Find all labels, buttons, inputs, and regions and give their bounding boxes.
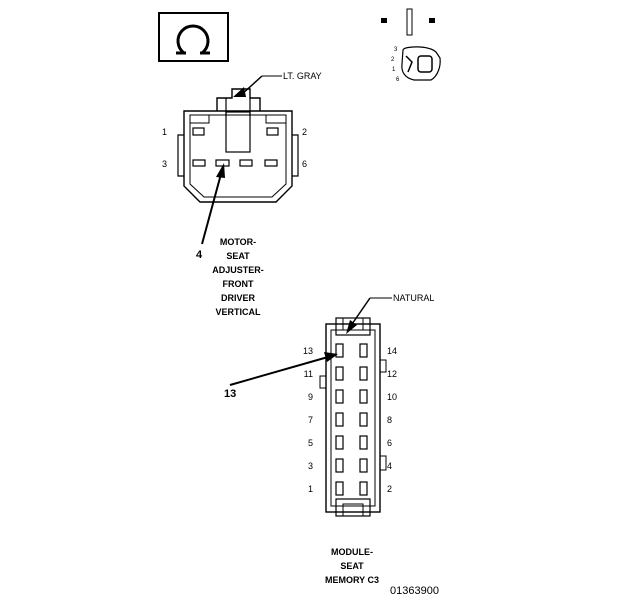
connector2-left-pin-label: 3 bbox=[308, 461, 313, 471]
connector2-right-pin-label: 4 bbox=[387, 461, 392, 471]
connector2-right-pin-label: 10 bbox=[387, 392, 397, 402]
connector1-name-line: ADJUSTER- bbox=[212, 265, 264, 275]
connector2-cavity bbox=[359, 481, 368, 496]
connector2-cavity bbox=[359, 366, 368, 381]
connector2-cavity bbox=[359, 458, 368, 473]
connector2-left-pin-label: 5 bbox=[308, 438, 313, 448]
connector1-color-label: LT. GRAY bbox=[283, 71, 322, 81]
connector2-left-pin-label: 13 bbox=[303, 346, 313, 356]
connector1-pin-label: 3 bbox=[162, 159, 167, 169]
connector2-cavity bbox=[359, 412, 368, 427]
icon-pin-label: 2 bbox=[391, 57, 395, 63]
connector2-color-label: NATURAL bbox=[393, 293, 434, 303]
connector-view-symbol-icon bbox=[158, 12, 229, 62]
icon-pin-label: 1 bbox=[392, 67, 396, 73]
icon-pin-label: 3 bbox=[394, 47, 398, 53]
connector1-name-line: MOTOR- bbox=[220, 237, 256, 247]
connector2-cavity bbox=[335, 481, 344, 496]
connector2-cavity bbox=[335, 366, 344, 381]
connector1-name-line: DRIVER bbox=[221, 293, 256, 303]
connector1-callout-number: 4 bbox=[196, 249, 203, 261]
connector1-pin-label: 6 bbox=[302, 159, 307, 169]
connector1-name-line: SEAT bbox=[226, 251, 250, 261]
connector2-right-pin-label: 12 bbox=[387, 369, 397, 379]
connector2-callout-number: 13 bbox=[224, 388, 236, 400]
connector1-name-line: FRONT bbox=[223, 279, 254, 289]
connector2-cavity bbox=[359, 389, 368, 404]
connector2-cavity bbox=[359, 435, 368, 450]
connector1-name-line: VERTICAL bbox=[216, 307, 262, 317]
connector2-cavity bbox=[359, 343, 368, 358]
connector1-pin-label: 2 bbox=[302, 127, 307, 137]
connector2-name-line: SEAT bbox=[340, 561, 364, 571]
connector1-pin-label: 1 bbox=[162, 127, 167, 137]
component-location-icon: 3 2 1 6 bbox=[381, 8, 441, 83]
connector2-left-pin-label: 7 bbox=[308, 415, 313, 425]
connector2-name-line: MEMORY C3 bbox=[325, 575, 379, 585]
connector2-left-pin-label: 11 bbox=[304, 369, 313, 379]
connector2-left-pin-label: 1 bbox=[308, 484, 313, 494]
connector2-right-pin-label: 6 bbox=[387, 438, 392, 448]
icon-pin-label: 6 bbox=[396, 77, 400, 83]
connector2-cavity bbox=[335, 435, 344, 450]
figure-id: 01363900 bbox=[390, 585, 439, 597]
connector2-name-line: MODULE- bbox=[331, 547, 373, 557]
connector2-cavity bbox=[335, 389, 344, 404]
connector2-right-pin-label: 14 bbox=[387, 346, 397, 356]
connector2-left-pin-label: 9 bbox=[308, 392, 313, 402]
connector2-cavity bbox=[335, 458, 344, 473]
connector2-right-pin-label: 2 bbox=[387, 484, 392, 494]
connector2-cavities bbox=[335, 343, 368, 496]
connector2-cavity bbox=[335, 412, 344, 427]
connector2-right-pin-label: 8 bbox=[387, 415, 392, 425]
connector-motor-seat-adjuster: LT. GRAY 1 2 3 6 4 MOTOR- SEAT ADJUSTER-… bbox=[162, 71, 322, 317]
connector2-cavity bbox=[335, 343, 344, 358]
